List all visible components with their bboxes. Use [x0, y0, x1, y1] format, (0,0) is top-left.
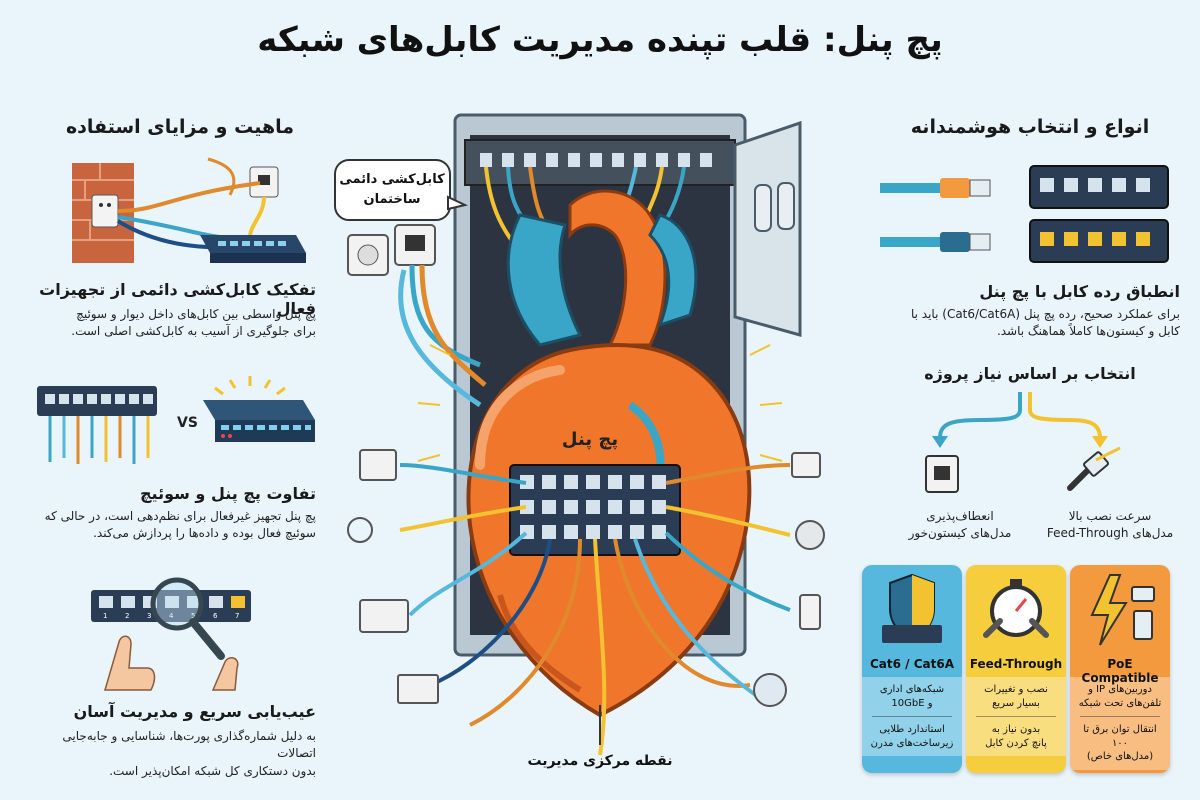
card-icon-area: PoE Compatible: [1070, 565, 1170, 685]
port-number: 3: [147, 612, 151, 620]
card-divider: [976, 716, 1056, 717]
port-number: 1: [103, 612, 107, 620]
card-divider: [1080, 716, 1160, 717]
card-icon-area: Cat6 / Cat6A: [862, 565, 962, 677]
cable-category-illustration: [880, 165, 1169, 263]
option-keystone: انعطاف‌پذیری مدل‌های کیستون‌خور: [880, 508, 1040, 543]
item-desc-panel-vs-switch: پچ پنل تجهیز غیرفعال برای نظم‌دهی است، د…: [20, 508, 316, 543]
option-line: سرعت نصب بالا: [1068, 509, 1152, 523]
card-line: بسیار سریع: [992, 697, 1040, 709]
desc-line: برای عملکرد صحیح، رده پچ پنل (Cat6/Cat6A…: [910, 307, 1180, 321]
port-number: 6: [213, 612, 218, 620]
card-line: بدون نیاز به: [991, 724, 1041, 735]
item-title-separation: تفکیک کابل‌کشی دائمی از تجهیزات فعال: [39, 280, 316, 318]
item-desc-troubleshooting: به دلیل شماره‌گذاری پورت‌ها، شناسایی و ج…: [20, 728, 316, 780]
rack-heart-illustration: کابل‌کشی دائمی ساختمان پچ پنل: [334, 113, 825, 769]
troubleshooting-illustration: 1 2 3 4 5 6 7: [91, 577, 251, 691]
option-line: انعطاف‌پذیری: [926, 509, 994, 523]
card-title: PoE Compatible: [1081, 657, 1159, 685]
card-cat6: Cat6 / Cat6A شبکه‌های اداری و 10GbE استا…: [862, 565, 962, 773]
option-line: مدل‌های کیستون‌خور: [908, 526, 1012, 541]
card-line: شبکه‌های اداری: [879, 684, 945, 695]
desc-line: برای جلوگیری از آسیب به کابل‌کشی اصلی اس…: [71, 324, 316, 339]
lightning-icon: [1090, 574, 1155, 646]
desc-line: بدون دستکاری کل شبکه امکان‌پذیر است.: [109, 763, 316, 778]
card-poe: PoE Compatible دوربین‌های IP و تلفن‌های …: [1070, 565, 1170, 773]
choose-title: انتخاب بر اساس نیاز پروژه: [924, 364, 1136, 383]
bottom-label: نقطه مرکزی مدیریت: [527, 753, 672, 769]
card-line: استاندارد طلایی: [879, 724, 945, 735]
bubble-line-1: کابل‌کشی دائمی: [339, 172, 445, 187]
left-section-heading: ماهیت و مزایای استفاده: [65, 116, 295, 138]
card-line: انتقال توان برق تا ۱۰۰: [1083, 724, 1157, 749]
item-desc-separation: پچ پنل واسطی بین کابل‌های داخل دیوار و س…: [20, 306, 316, 341]
desc-line: سوئیچ فعال بوده و داده‌ها را پردازش می‌ک…: [93, 526, 316, 541]
desc-line: پچ پنل تجهیز غیرفعال برای نظم‌دهی است، د…: [44, 509, 316, 523]
card-line: تلفن‌های تحت شبکه: [1078, 697, 1162, 709]
card-title: Feed-Through: [969, 657, 1063, 671]
match-title: انطباق رده کابل با پچ پنل: [979, 282, 1180, 301]
desc-line: به دلیل شماره‌گذاری پورت‌ها، شناسایی و ج…: [62, 729, 316, 761]
card-line: نصب و تغییرات: [984, 684, 1048, 695]
heart-label: پچ پنل: [562, 429, 618, 450]
card-line: پانچ کردن کابل: [985, 737, 1047, 749]
port-number: 7: [235, 612, 239, 620]
vs-label: VS: [177, 415, 198, 431]
item-title-panel-vs-switch: تفاوت پچ پنل و سوئیچ: [140, 484, 316, 503]
desc-line: کابل و کیستون‌ها کاملاً هماهنگ باشد.: [996, 324, 1180, 339]
card-icon-area: Feed-Through: [966, 565, 1066, 677]
right-section-heading: انواع و انتخاب هوشمندانه: [910, 116, 1150, 138]
port-number: 2: [125, 612, 129, 620]
page-title: پچ پنل: قلب تپنده مدیریت کابل‌های شبکه: [257, 20, 943, 60]
item-title-troubleshooting: عیب‌یابی سریع و مدیریت آسان: [73, 702, 316, 721]
card-title: Cat6 / Cat6A: [869, 657, 954, 671]
option-feedthrough: سرعت نصب بالا مدل‌های Feed-Through: [1030, 508, 1190, 543]
wall-cabling-illustration: [72, 157, 306, 263]
match-desc: برای عملکرد صحیح، رده پچ پنل (Cat6/Cat6A…: [880, 306, 1180, 341]
card-line: و 10GbE: [891, 697, 933, 709]
port-number: 4: [169, 612, 174, 620]
stopwatch-icon: [983, 579, 1049, 638]
card-line: دوربین‌های IP و: [1088, 684, 1152, 695]
desc-line: پچ پنل واسطی بین کابل‌های داخل دیوار و س…: [76, 307, 316, 321]
card-divider: [872, 716, 952, 717]
shield-icon: [882, 573, 942, 643]
card-line: زیرساخت‌های مدرن: [870, 737, 954, 749]
project-choice-illustration: [925, 392, 1121, 493]
panel-vs-switch-illustration: VS: [37, 376, 315, 464]
card-line: (مدل‌های خاص): [1086, 751, 1154, 762]
option-line: مدل‌های Feed-Through: [1046, 526, 1174, 541]
port-number: 5: [191, 612, 195, 620]
bubble-line-2: ساختمان: [363, 192, 420, 207]
card-feedthrough: Feed-Through نصب و تغییرات بسیار سریع بد…: [966, 565, 1066, 773]
